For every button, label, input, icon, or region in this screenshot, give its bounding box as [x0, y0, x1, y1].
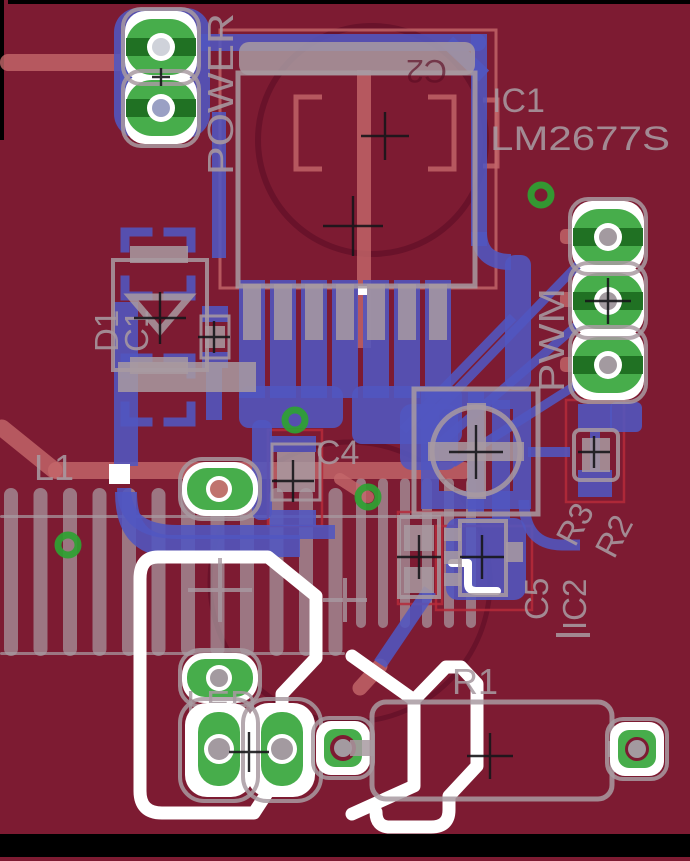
- board-edge-bottom: [0, 834, 690, 857]
- r1-label: R1: [452, 661, 498, 702]
- r1-right-pad[interactable]: [605, 717, 669, 781]
- board-edge-top: [8, 0, 690, 4]
- ic1-ref-label: IC1: [492, 82, 545, 120]
- c1-label: C1: [118, 310, 155, 352]
- c1-capacitor[interactable]: [118, 314, 256, 392]
- via[interactable]: [354, 483, 382, 511]
- origin-crosshairs: [134, 68, 631, 779]
- power-header-label: POWER: [200, 13, 241, 175]
- r1-resistor[interactable]: R1: [350, 661, 669, 802]
- via[interactable]: [54, 531, 82, 559]
- ic2-label: IC2: [556, 579, 593, 630]
- pwm-header-label: PWM: [531, 288, 572, 392]
- r2-resistor[interactable]: [572, 428, 620, 482]
- via[interactable]: [281, 406, 309, 434]
- via[interactable]: [527, 181, 555, 209]
- layer-crossing-marker: [109, 464, 130, 484]
- c5-label: C5: [518, 578, 555, 620]
- ic2-component[interactable]: [444, 519, 523, 597]
- c2-label: C2: [406, 53, 447, 89]
- led-connector[interactable]: LED: [178, 683, 323, 803]
- power-header[interactable]: POWER: [121, 7, 241, 175]
- vias: [54, 181, 555, 559]
- d1-label: D1: [88, 310, 125, 352]
- l1-pad-top[interactable]: [178, 457, 262, 521]
- ic1-value-label: LM2677S: [490, 120, 670, 158]
- hex-pad[interactable]: [311, 716, 375, 780]
- c4-capacitor[interactable]: C4: [270, 434, 359, 502]
- ic1-component[interactable]: C2 IC1 LM2677S: [235, 42, 670, 340]
- l1-label: L1: [34, 447, 74, 488]
- board-edge-left: [0, 0, 4, 140]
- c4-label: C4: [316, 434, 359, 472]
